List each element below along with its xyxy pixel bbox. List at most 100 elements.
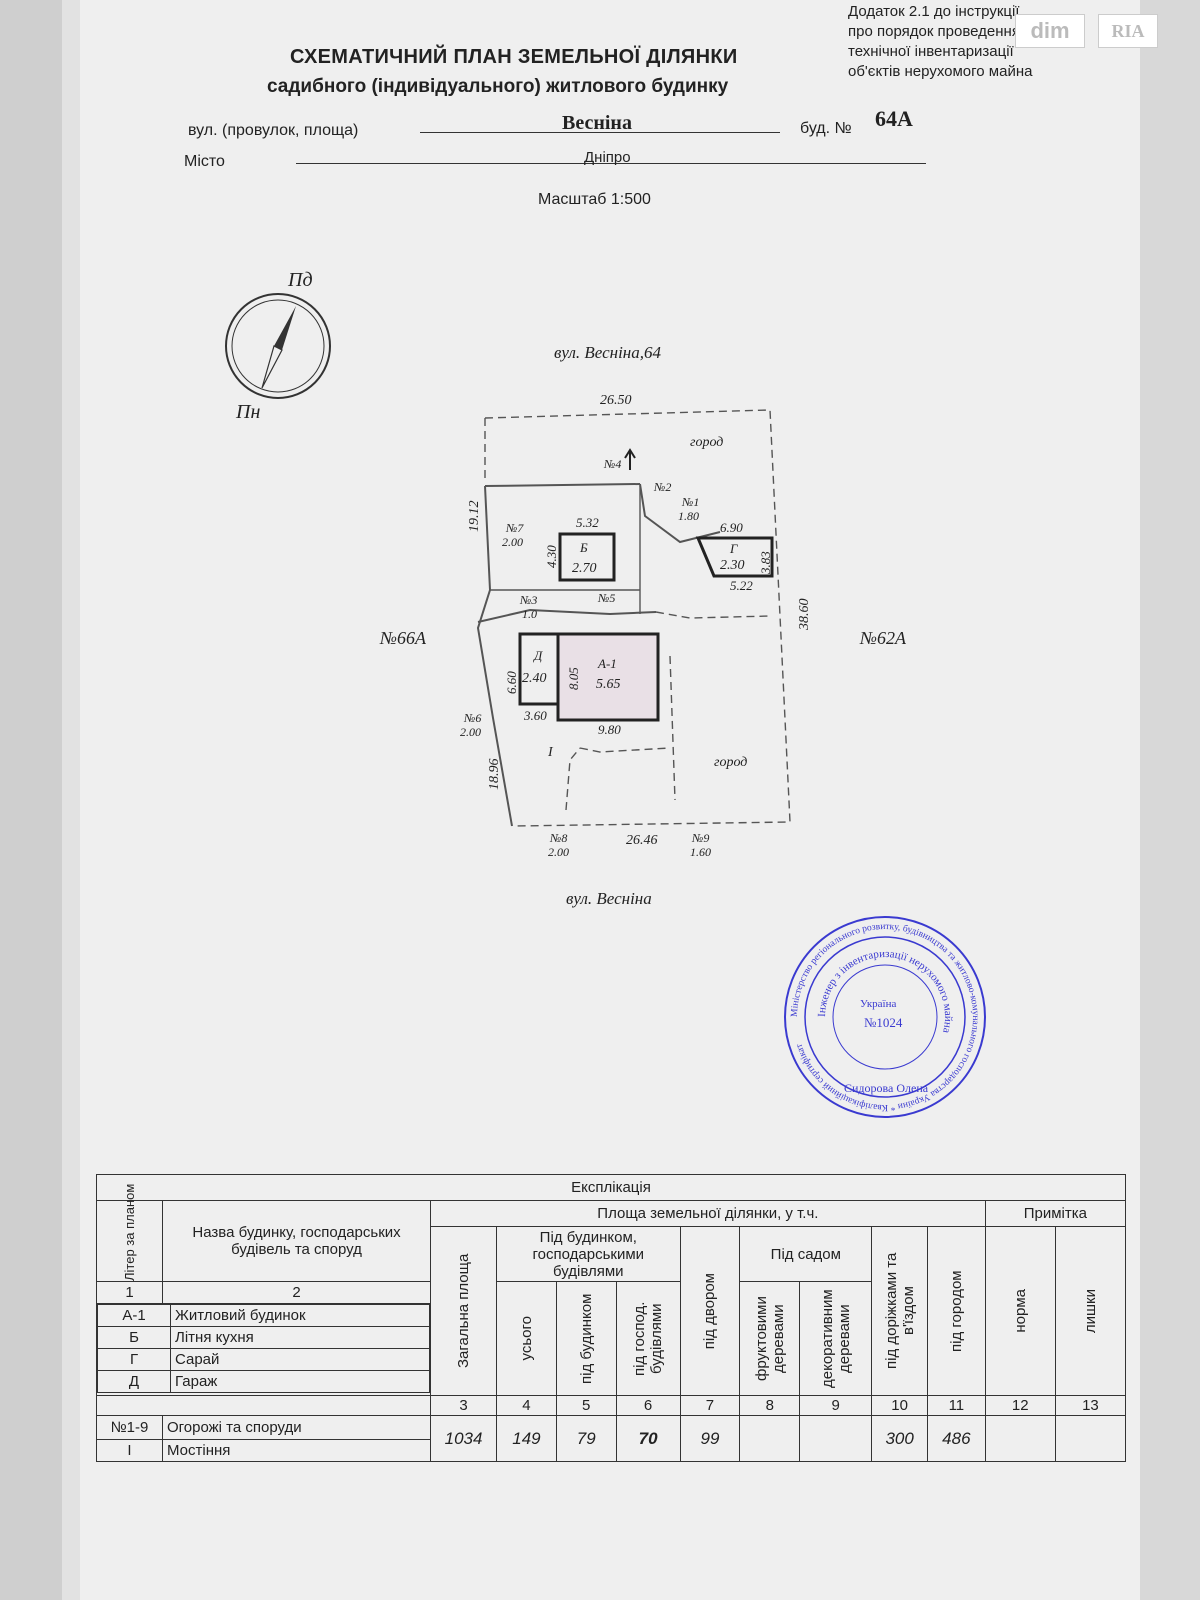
value-decor xyxy=(799,1415,873,1462)
right-neighbor: №62А xyxy=(859,628,907,648)
fence-5-id: №5 xyxy=(597,591,615,605)
fence-8-id: №8 xyxy=(549,831,567,845)
col-num-13: 13 xyxy=(1054,1395,1127,1416)
city-value: Дніпро xyxy=(584,149,631,166)
building-b-depth: 4.30 xyxy=(544,545,559,568)
building-d-height: 2.40 xyxy=(522,671,547,686)
building-a1-width: 9.80 xyxy=(598,722,621,737)
value-excess xyxy=(1054,1415,1127,1462)
appendix-line: об'єктів нерухомого майна xyxy=(848,63,1033,80)
compass-north: Пн xyxy=(235,401,260,423)
stamp-country: Україна xyxy=(860,998,896,1010)
building-g-depth: 3.83 xyxy=(758,551,773,575)
value-yard: 99 xyxy=(679,1415,741,1462)
col-decor-header: декоративним деревами xyxy=(799,1281,873,1396)
appendix-line: Додаток 2.1 до інструкції xyxy=(848,3,1020,20)
col-yard-header: під двором xyxy=(679,1226,741,1396)
document-title: СХЕМАТИЧНИЙ ПЛАН ЗЕМЕЛЬНОЇ ДІЛЯНКИ xyxy=(290,46,738,68)
row-letter: А-1 xyxy=(97,1304,171,1327)
fence-4-id: №4 xyxy=(603,457,621,471)
gate-icon xyxy=(624,448,636,470)
col-total-header: Загальна площа xyxy=(430,1226,498,1396)
col-excess-header: лишки xyxy=(1054,1226,1127,1396)
note-header: Примітка xyxy=(984,1200,1127,1227)
col-num-9: 9 xyxy=(799,1395,873,1416)
city-label: Місто xyxy=(184,153,225,170)
value-veg: 486 xyxy=(926,1415,986,1462)
fence-3-len: 1.0 xyxy=(522,607,537,621)
fence-3-id: №3 xyxy=(519,593,537,607)
building-value: 64А xyxy=(875,106,913,131)
building-b-height: 2.70 xyxy=(572,561,597,576)
col-veg-header: під городом xyxy=(926,1226,986,1396)
garden-label-bottom: город xyxy=(714,755,747,770)
book-spine-edge xyxy=(62,0,80,1600)
fence-1-id: №1 xyxy=(681,495,699,509)
value-all: 149 xyxy=(496,1415,557,1462)
row-name: Житловий будинок xyxy=(169,1304,431,1327)
col-num-12: 12 xyxy=(984,1395,1056,1416)
building-g-width-top: 6.90 xyxy=(720,520,743,535)
street-label: вул. (провулок, площа) xyxy=(188,122,359,139)
official-stamp: Міністерство регіонального розвитку, буд… xyxy=(784,916,986,1118)
row-name: Гараж xyxy=(169,1370,431,1393)
fence-6-len: 2.00 xyxy=(460,725,481,739)
col-letter-header: Літер за планом xyxy=(96,1184,163,1282)
value-total: 1034 xyxy=(430,1415,498,1462)
col-num-8: 8 xyxy=(739,1395,801,1416)
dim-right: 38.60 xyxy=(797,599,812,632)
fence-6-id: №6 xyxy=(463,711,481,725)
value-fruit xyxy=(739,1415,801,1462)
col-num-1: 1 xyxy=(96,1281,163,1304)
building-b-letter: Б xyxy=(579,540,588,555)
street-value: Весніна xyxy=(562,112,632,134)
col-num-7: 7 xyxy=(679,1395,741,1416)
garden-header: Під садом xyxy=(739,1226,873,1282)
building-label: буд. № xyxy=(800,120,852,137)
building-a1-height: 5.65 xyxy=(596,677,621,692)
row-letter: Д xyxy=(97,1370,171,1393)
building-d-width: 3.60 xyxy=(523,708,547,723)
col-num-6: 6 xyxy=(615,1395,681,1416)
fence-row-name: Огорожі та споруди xyxy=(161,1415,432,1440)
fence-7-id: №7 xyxy=(505,521,524,535)
value-norm xyxy=(984,1415,1056,1462)
appendix-line: про порядок проведення xyxy=(848,23,1020,40)
left-neighbor: №66А xyxy=(379,628,427,648)
row-letter: Б xyxy=(97,1326,171,1349)
bottom-street-label: вул. Весніна xyxy=(566,889,652,908)
row-letter: Г xyxy=(97,1348,171,1371)
col-num-4: 4 xyxy=(496,1395,557,1416)
building-d xyxy=(518,632,560,706)
col-num-11: 11 xyxy=(926,1395,986,1416)
building-g-height: 2.30 xyxy=(720,558,745,573)
dim-left-lower: 18.96 xyxy=(487,759,502,791)
compass-icon xyxy=(225,293,331,399)
col-house-header: під будинком xyxy=(555,1281,617,1396)
site-plan: Пд Пн вул. Весніна,64 Б 2.70 5.32 4.30 Г… xyxy=(225,269,907,908)
row-name: Літня кухня xyxy=(169,1326,431,1349)
appendix-note: Додаток 2.1 до інструкції про порядок пр… xyxy=(848,2,1032,82)
compass-south: Пд xyxy=(287,269,313,291)
spacer-cell xyxy=(95,1395,432,1416)
last-row-name: Мостіння xyxy=(161,1439,432,1462)
building-a1-depth: 8.05 xyxy=(566,667,581,690)
city-underline xyxy=(296,163,926,164)
dim-logo: dim xyxy=(1015,14,1085,48)
col-outbuild-header: під господ. будівлями xyxy=(615,1281,681,1396)
area-header: Площа земельної ділянки, у т.ч. xyxy=(430,1200,986,1227)
col-num-2: 2 xyxy=(161,1281,432,1304)
building-g xyxy=(695,536,774,578)
dim-bottom: 26.46 xyxy=(626,833,658,848)
building-g-width-bottom: 5.22 xyxy=(730,578,753,593)
building-b xyxy=(558,532,616,582)
stamp-number: №1024 xyxy=(864,1015,903,1030)
street-underline xyxy=(420,132,780,133)
col-name-header: Назва будинку, господарських будівель та… xyxy=(161,1200,432,1282)
fence-8-len: 2.00 xyxy=(548,845,569,859)
building-b-width: 5.32 xyxy=(576,515,599,530)
col-num-5: 5 xyxy=(555,1395,617,1416)
appendix-line: технічної інвентаризації xyxy=(848,43,1014,60)
col-num-10: 10 xyxy=(871,1395,928,1416)
value-paths: 300 xyxy=(871,1415,928,1462)
